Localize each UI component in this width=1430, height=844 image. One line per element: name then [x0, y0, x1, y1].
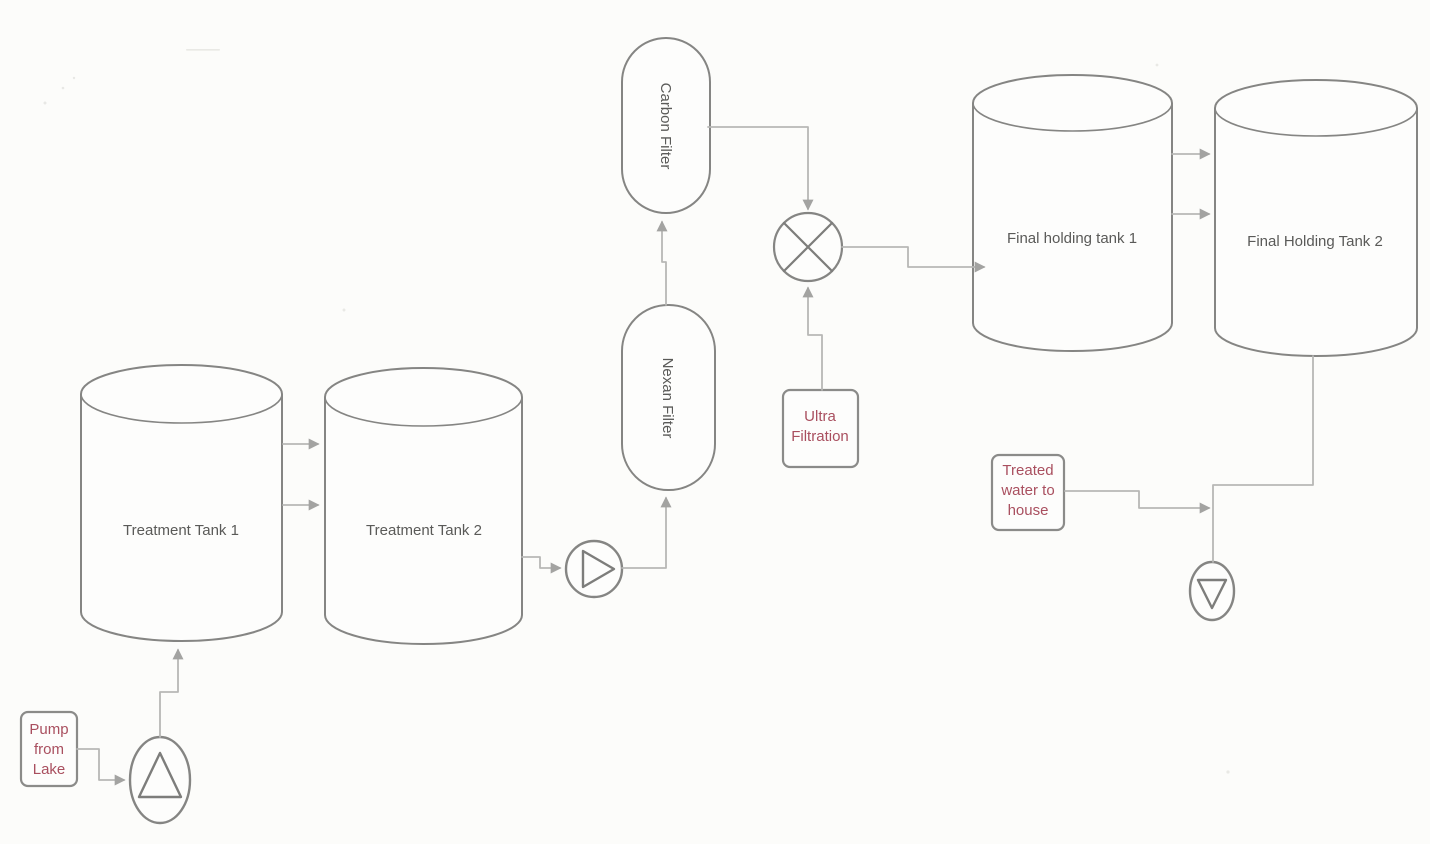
- pump-from-lake-note-label: Pump from Lake: [29, 721, 68, 778]
- scan-noise: [43, 49, 1230, 774]
- pump-body: [128, 735, 192, 825]
- final-holding-tank-1-label: Final holding tank 1: [1007, 230, 1137, 247]
- note-line: house: [1008, 502, 1049, 519]
- pump-triangle-up-icon: [137, 751, 183, 799]
- treatment-tank-2-label: Treatment Tank 2: [366, 522, 482, 539]
- treatment-tank-2: [324, 367, 523, 645]
- treatment-tank-2-shape: [324, 367, 523, 645]
- note-line: water to: [1000, 482, 1054, 499]
- treatment-tank-1-rim: [80, 393, 283, 424]
- final-holding-tank-2-rim: [1214, 107, 1418, 137]
- carbon-filter-label: Carbon Filter: [657, 83, 674, 170]
- connector-carbon-to-valve: [707, 126, 814, 211]
- treatment-tank-2-rim: [324, 396, 523, 427]
- outlet-pump-symbol: [1188, 560, 1236, 622]
- connector-valve-to-final-tank1: [841, 246, 986, 273]
- final-holding-tank-1-rim: [972, 102, 1173, 132]
- pump-triangle-down-icon: [1196, 578, 1228, 610]
- connector-pump-to-tank1: [159, 648, 184, 738]
- ultra-filtration-note-box: [781, 388, 860, 469]
- treatment-tank-1-shape: [80, 364, 283, 642]
- connectors: [76, 126, 1314, 786]
- note-line: Filtration: [791, 428, 849, 445]
- connector-ultra-note-to-valve: [802, 286, 823, 391]
- final-holding-tank-1: [972, 74, 1173, 352]
- final-holding-tank-2: [1214, 79, 1418, 357]
- pump-body: [564, 539, 624, 599]
- treatment-tank-1-label: Treatment Tank 1: [123, 522, 239, 539]
- treatment-tank-1: [80, 364, 283, 642]
- note-line: Treated: [1002, 462, 1053, 479]
- pump-triangle-right-icon: [581, 549, 616, 589]
- treated-water-note-label: Treated water to house: [1000, 462, 1054, 519]
- pump-body: [1188, 560, 1236, 622]
- mixing-valve-symbol: [772, 211, 844, 283]
- note-line: Lake: [33, 761, 66, 778]
- final-holding-tank-2-shape: [1214, 79, 1418, 357]
- nexan-filter-label: Nexan Filter: [659, 358, 676, 439]
- connector-tank2-to-transfer-pump: [521, 556, 562, 574]
- valve-cross-icon: [782, 221, 834, 273]
- final-holding-tank-1-shape: [972, 74, 1173, 352]
- note-line: Ultra: [804, 408, 836, 425]
- lake-pump-symbol: [128, 735, 192, 825]
- connector-lake-note-to-pump: [76, 748, 126, 786]
- connector-nexan-to-carbon: [656, 220, 668, 306]
- nexan-filter-vessel: [621, 304, 716, 491]
- connector-treated-note-to-outlet-pipe: [1064, 490, 1211, 514]
- connector-transfer-pump-to-nexan: [621, 496, 672, 569]
- transfer-pump-symbol: [564, 539, 624, 599]
- final-holding-tank-2-label: Final Holding Tank 2: [1247, 233, 1383, 250]
- note-line: from: [34, 741, 64, 758]
- carbon-filter-vessel: [621, 37, 711, 214]
- note-line: Pump: [29, 721, 68, 738]
- connector-final-tank2-to-outlet-pump: [1212, 355, 1314, 563]
- treated-water-note-box: [990, 453, 1066, 532]
- ultra-filtration-note-label: Ultra Filtration: [791, 408, 849, 445]
